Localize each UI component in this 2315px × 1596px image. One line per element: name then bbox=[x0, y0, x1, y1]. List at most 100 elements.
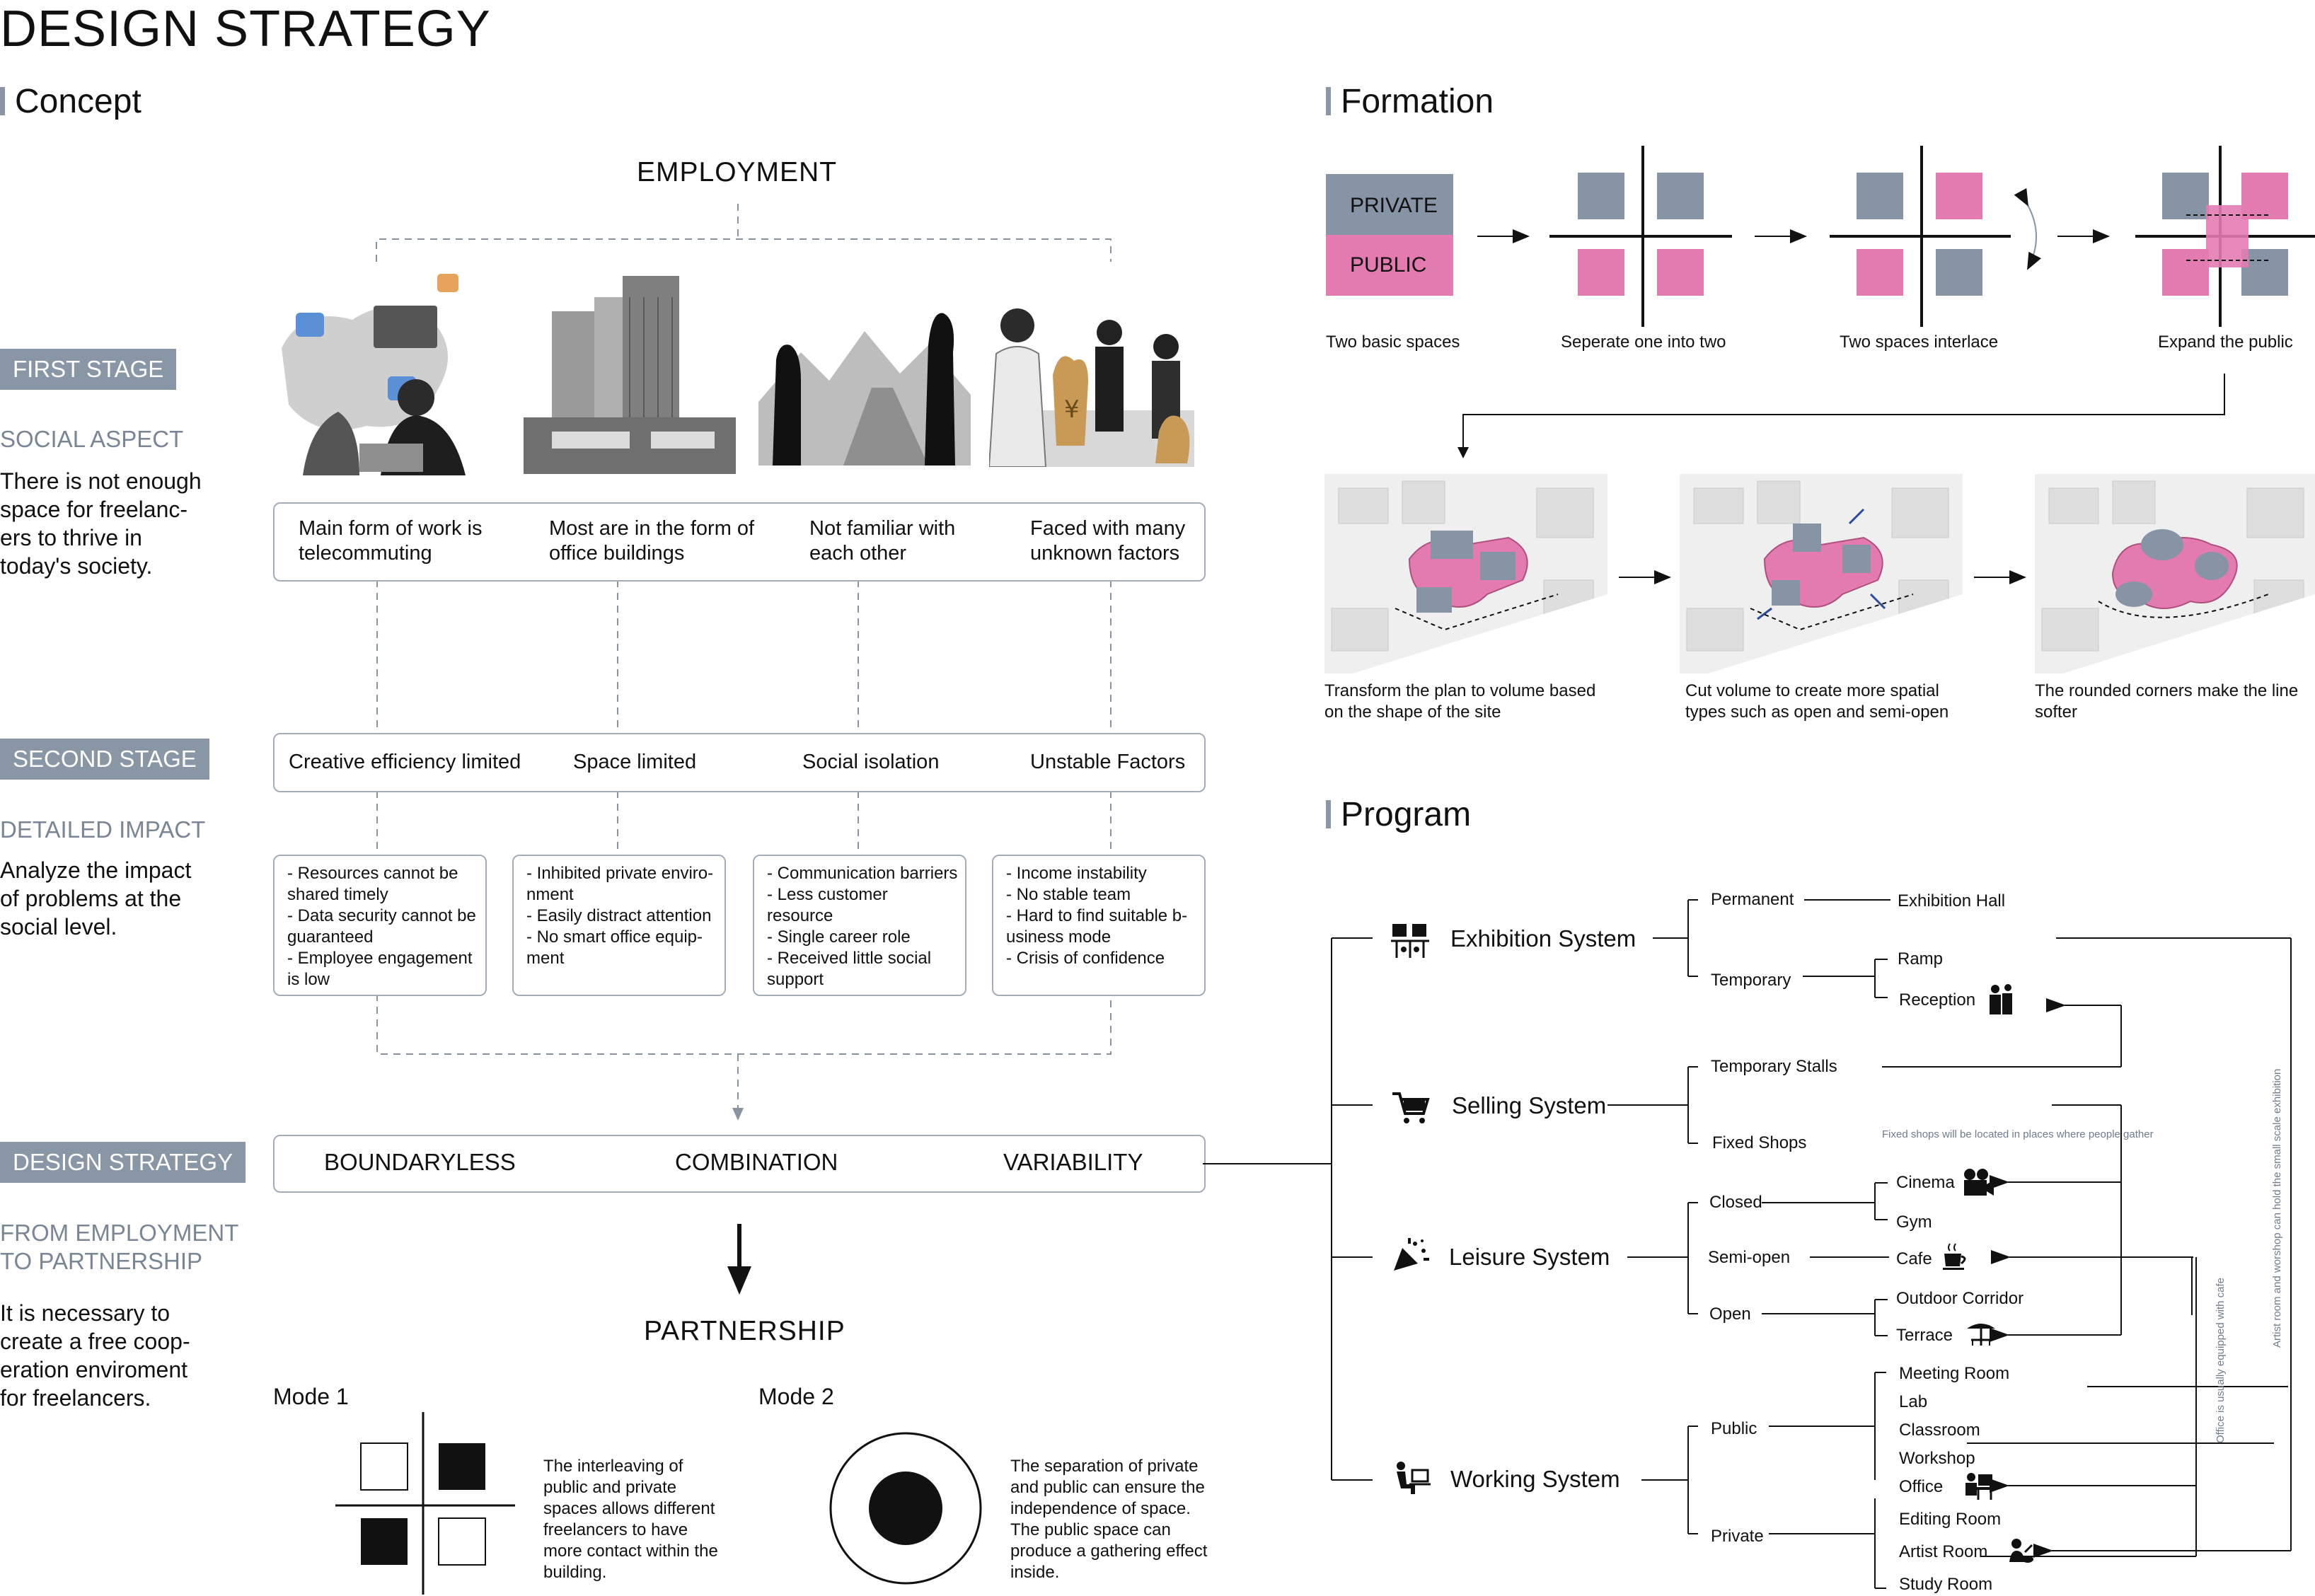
note-fixed-shops: Fixed shops will be located in places wh… bbox=[1882, 1128, 2154, 1140]
detail-line: - Communication barriers bbox=[767, 864, 958, 883]
space-outdoor-corridor: Outdoor Corridor bbox=[1896, 1289, 2024, 1308]
detail-line: - Easily distract attention bbox=[526, 906, 712, 925]
impact-item: Social isolation bbox=[802, 751, 940, 773]
exhibition-system: Exhibition System bbox=[1450, 925, 1636, 952]
from-employment-text: It is necessary to create a free coop-er… bbox=[0, 1300, 190, 1411]
detail-line: - Crisis of confidence bbox=[1006, 949, 1165, 968]
employment-label: EMPLOYMENT bbox=[637, 157, 838, 187]
program-heading: Program bbox=[1326, 795, 1471, 834]
group-temporary: Temporary bbox=[1711, 971, 1791, 990]
space-office: Office bbox=[1899, 1477, 1944, 1496]
strategy-box: BOUNDARYLESS COMBINATION VARIABILITY bbox=[273, 1135, 1206, 1193]
impact-item: Creative efficiency limited bbox=[289, 751, 521, 773]
shopping-cart-icon bbox=[1392, 1092, 1430, 1123]
formation-step-caption: Two basic spaces bbox=[1326, 332, 1460, 352]
private-block: PRIVATE bbox=[1326, 174, 1453, 235]
detail-line: - Inhibited private enviro-nment bbox=[526, 864, 714, 904]
space-gym: Gym bbox=[1896, 1213, 1932, 1232]
group-open: Open bbox=[1709, 1305, 1751, 1324]
mode2-label: Mode 2 bbox=[758, 1384, 834, 1409]
social-aspect-text: There is not enough space for freelanc-e… bbox=[0, 468, 202, 579]
space-ramp: Ramp bbox=[1898, 949, 1944, 968]
detail-line: - Hard to find suitable b-usiness mode bbox=[1006, 906, 1188, 947]
detail-box-3: - Communication barriers - Less customer… bbox=[753, 855, 966, 996]
coffee-cup-icon bbox=[1943, 1243, 1966, 1270]
public-block: PUBLIC bbox=[1326, 235, 1453, 296]
volume-diagram-3 bbox=[2035, 474, 2315, 673]
space-classroom: Classroom bbox=[1899, 1421, 1980, 1440]
formation-flow-arrow bbox=[1457, 374, 2225, 458]
mode1-diagram bbox=[335, 1412, 515, 1595]
space-cafe: Cafe bbox=[1896, 1249, 1932, 1268]
form-item: Most are in the form of office buildings bbox=[549, 517, 755, 565]
impact-item: Unstable Factors bbox=[1030, 751, 1186, 773]
volume-diagram-2 bbox=[1680, 474, 1963, 673]
svg-text:¥: ¥ bbox=[1064, 395, 1080, 424]
detail-line: - Received little social support bbox=[767, 949, 932, 989]
work-desk-icon bbox=[1397, 1462, 1431, 1494]
space-workshop: Workshop bbox=[1899, 1449, 1975, 1468]
detail-box-2: - Inhibited private enviro-nment - Easil… bbox=[512, 855, 726, 996]
note-office: Office is usually equipped with cafe bbox=[2215, 1277, 2227, 1443]
detail-line: - Data security cannot be guaranteed bbox=[287, 906, 476, 947]
detail-line: - No smart office equip-ment bbox=[526, 927, 703, 968]
strategy-item: COMBINATION bbox=[675, 1149, 838, 1175]
office-building-illustration bbox=[524, 276, 736, 474]
space-reception: Reception bbox=[1899, 990, 1976, 1010]
group-temporary-stalls: Temporary Stalls bbox=[1711, 1057, 1837, 1076]
volume-arrows bbox=[1619, 570, 2026, 584]
formation-step-caption: Expand the public bbox=[2158, 332, 2293, 352]
artist-painter-icon bbox=[2009, 1539, 2033, 1563]
detail-box-1: - Resources cannot be shared timely - Da… bbox=[273, 855, 487, 996]
formation-steps-diagram bbox=[1477, 146, 2315, 327]
first-stage-tag: FIRST STAGE bbox=[0, 349, 177, 390]
concept-heading: Concept bbox=[0, 82, 142, 121]
strategy-item: BOUNDARYLESS bbox=[324, 1149, 516, 1175]
impacts-box: Creative efficiency limited Space limite… bbox=[273, 733, 1206, 792]
unknown-factors-illustration: ¥ bbox=[989, 308, 1194, 467]
telecommuting-illustration bbox=[282, 274, 466, 475]
detailed-impact-text: Analyze the impact of problems at the so… bbox=[0, 857, 192, 939]
partnership-label: PARTNERSHIP bbox=[644, 1316, 845, 1346]
note-artist: Artist room and worshop can hold the sma… bbox=[2271, 1068, 2283, 1348]
exhibition-icon bbox=[1391, 924, 1429, 958]
terrace-umbrella-icon bbox=[1967, 1324, 1995, 1346]
volume-diagram-1 bbox=[1324, 474, 1607, 673]
mode1-text: The interleaving of public and private s… bbox=[543, 1457, 718, 1582]
space-meeting-room: Meeting Room bbox=[1899, 1364, 2010, 1383]
mode2-diagram bbox=[829, 1432, 982, 1585]
selling-system: Selling System bbox=[1452, 1092, 1607, 1118]
form-item: Not familiar with each other bbox=[809, 517, 956, 565]
strategy-to-program-link bbox=[1203, 1163, 1210, 1164]
detail-line: - Single career role bbox=[767, 927, 911, 947]
social-aspect-heading: SOCIAL ASPECT bbox=[0, 426, 184, 452]
cinema-camera-icon bbox=[1964, 1169, 1994, 1196]
space-lab: Lab bbox=[1899, 1392, 1928, 1411]
detail-box-4: - Income instability - No stable team - … bbox=[992, 855, 1206, 996]
leisure-system: Leisure System bbox=[1449, 1244, 1610, 1270]
formation-step-caption: Seperate one into two bbox=[1561, 332, 1726, 352]
from-employment-heading-1: FROM EMPLOYMENT bbox=[0, 1220, 239, 1246]
group-semi-open: Semi-open bbox=[1708, 1248, 1791, 1267]
mode1-label: Mode 1 bbox=[273, 1384, 349, 1409]
volume-caption: Transform the plan to volume based on th… bbox=[1324, 681, 1596, 722]
from-employment-heading-2: TO PARTNERSHIP bbox=[0, 1248, 203, 1274]
private-label: PRIVATE bbox=[1350, 194, 1438, 217]
public-label: PUBLIC bbox=[1350, 253, 1427, 277]
group-fixed-shops: Fixed Shops bbox=[1712, 1133, 1807, 1152]
volume-caption: Cut volume to create more spatial types … bbox=[1685, 681, 1949, 722]
isolation-illustration bbox=[758, 313, 971, 466]
group-private: Private bbox=[1711, 1527, 1764, 1546]
design-strategy-tag: DESIGN STRATEGY bbox=[0, 1142, 246, 1183]
form-item: Faced with many unknown factors bbox=[1030, 517, 1186, 565]
formation-heading: Formation bbox=[1326, 82, 1494, 121]
page-title: DESIGN STRATEGY bbox=[0, 1, 491, 57]
working-system: Working System bbox=[1450, 1466, 1620, 1492]
mode2-text: The separation of private and public can… bbox=[1010, 1457, 1208, 1582]
strategy-item: VARIABILITY bbox=[1003, 1149, 1143, 1175]
space-terrace: Terrace bbox=[1896, 1326, 1953, 1345]
reception-icon bbox=[1990, 984, 2012, 1014]
party-popper-icon bbox=[1394, 1238, 1429, 1271]
space-editing-room: Editing Room bbox=[1899, 1510, 2002, 1529]
space-artist-room: Artist Room bbox=[1899, 1542, 1988, 1561]
